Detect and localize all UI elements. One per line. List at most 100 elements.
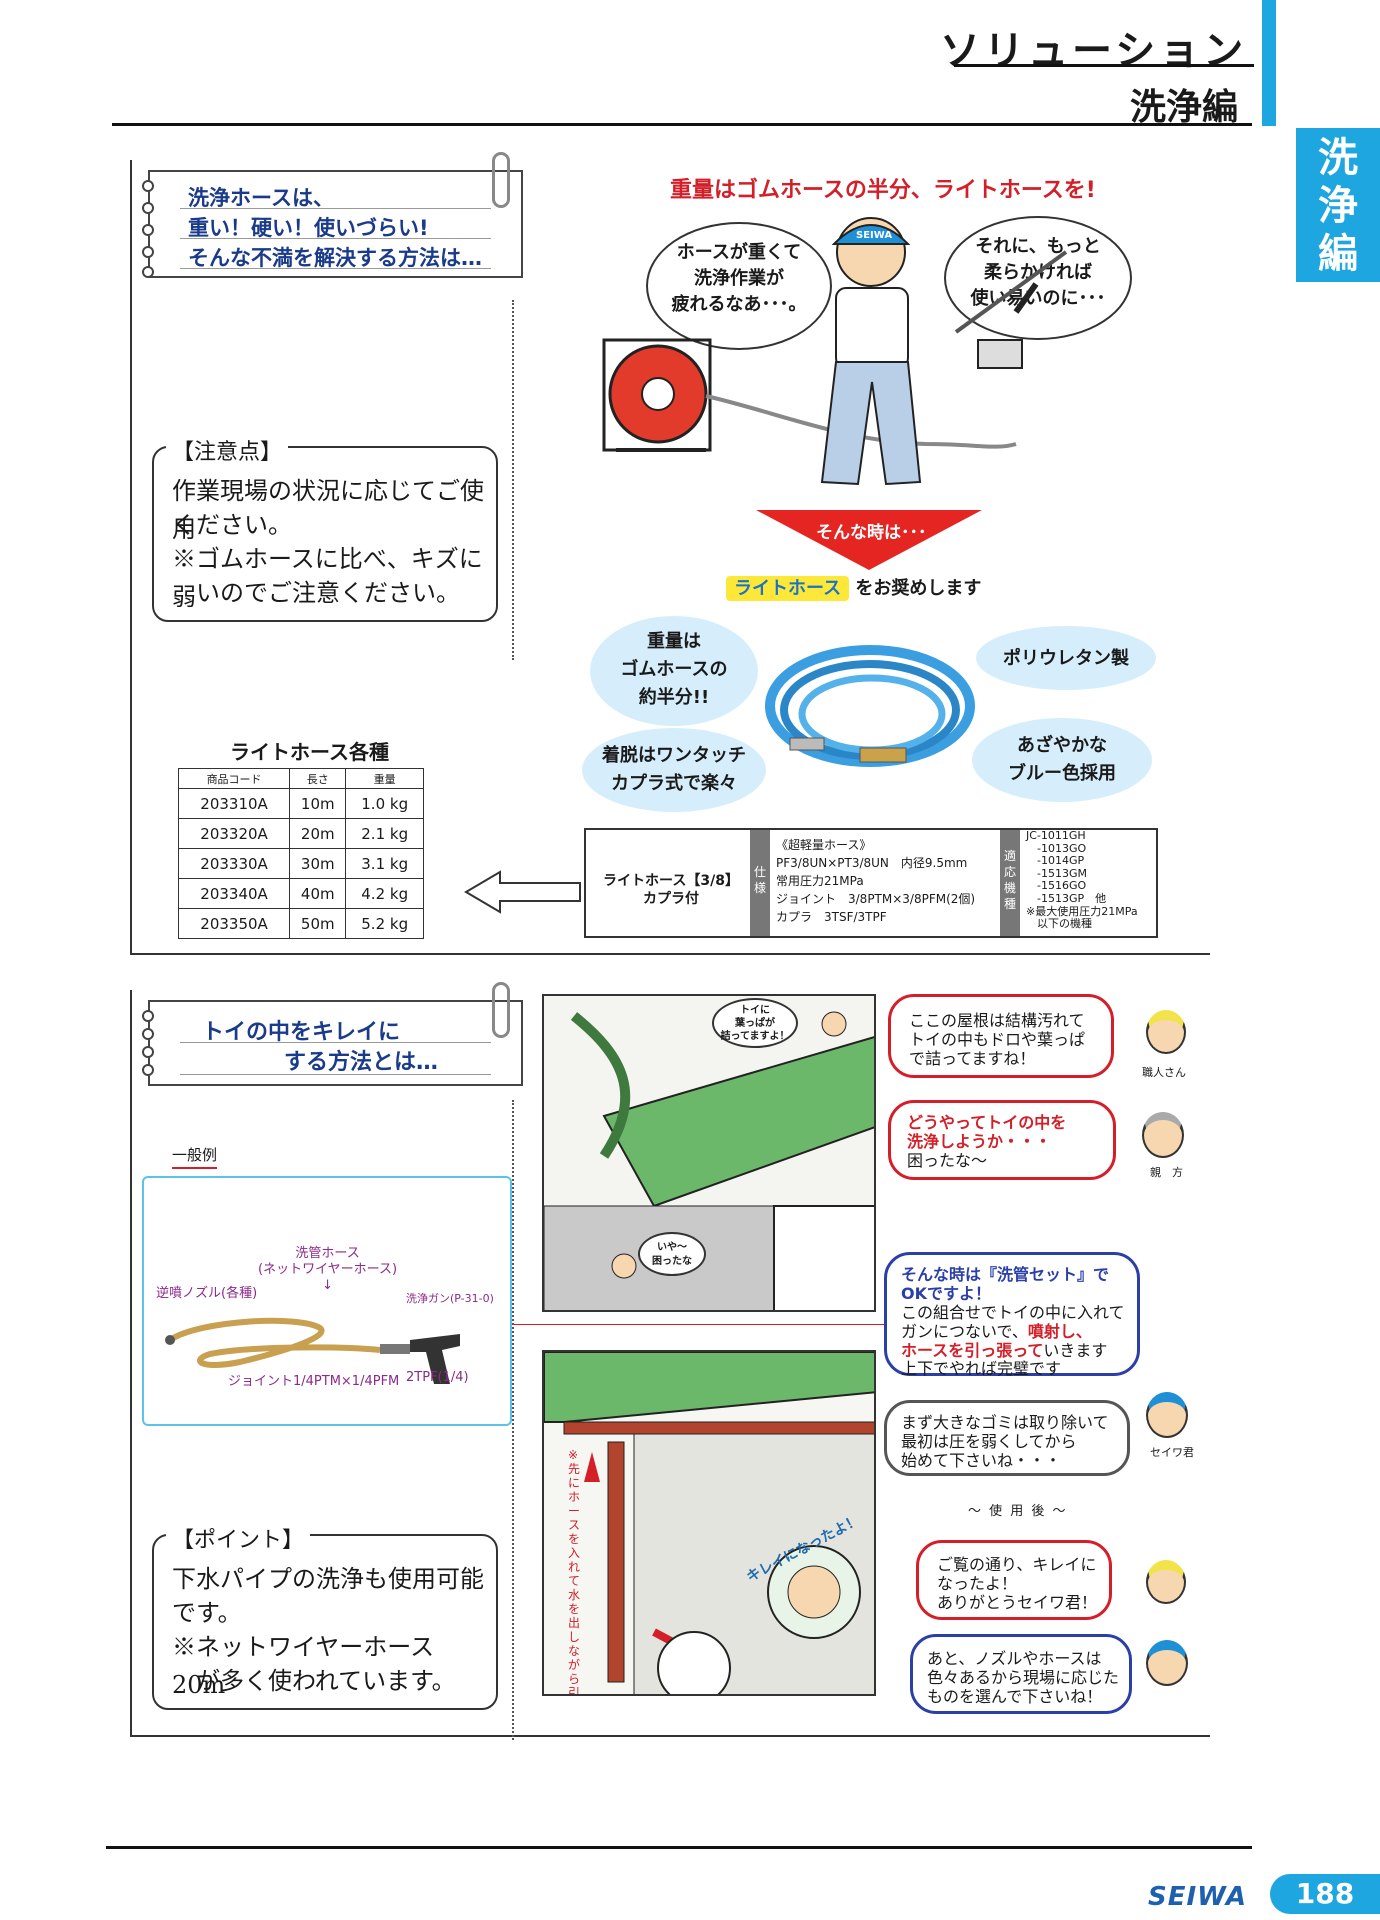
bubble-line: ホースが重くて: [676, 242, 802, 263]
bubble-line: それに、もっと: [975, 236, 1101, 257]
speech-line: この組合せでトイの中に入れて: [901, 1303, 1125, 1322]
speech-line: まず大きなゴミは取り除いて: [901, 1413, 1109, 1432]
recommend-highlight: ライトホース: [726, 576, 850, 601]
spec-name-line: カプラ付: [643, 891, 699, 907]
point-line: ※ネットワイヤーホース20m: [172, 1633, 435, 1699]
fit-line: -1513GM: [1026, 866, 1087, 880]
table-cell: 40m: [289, 878, 347, 909]
speech-line: 洗浄しようか・・・: [907, 1132, 1052, 1151]
speech-line: ものを選んで下さいね！: [927, 1687, 1103, 1706]
caution-line: ※ゴムホースに比べ、キズに弱: [172, 545, 483, 611]
fit-models: JC-1011GH -1013GO -1014GP -1513GM -1516G…: [1026, 829, 1138, 931]
gutter-illustration: [544, 1352, 874, 1694]
speech-line: OKですよ！: [901, 1284, 992, 1303]
gun-label: 洗浄ガン(P-31-0): [406, 1292, 494, 1305]
seiwa-kun-avatar: [1146, 1392, 1188, 1438]
hose-label-line: 洗管ホース: [295, 1246, 360, 1261]
notepad-gutter: トイの中をキレイに する方法とは…: [142, 1000, 523, 1086]
after-use-label: 〜 使 用 後 〜: [968, 1504, 1068, 1519]
comic-vertical-note: ※先にホースを入れて水を出しながら引っ張っていきます: [568, 1448, 581, 1696]
section2-bottom-border: [130, 1735, 1210, 1737]
section2-divider: [512, 1100, 514, 1740]
hose-label-line: (ネットワイヤーホース): [258, 1262, 398, 1277]
notepad-intro: 洗浄ホースは、 重い！硬い！使いづらい! そんな不満を解決する方法は…: [142, 170, 523, 278]
variants-table: 商品コード 長さ 重量 203310A 10m 1.0 kg 203320A 2…: [177, 768, 424, 939]
fit-line: -1513GP 他: [1026, 891, 1107, 905]
headline: 重量はゴムホースの半分、ライトホースを!: [670, 178, 1096, 203]
caution-line: 作業現場の状況に応じてご使用: [172, 477, 484, 543]
speech-line: トイの中もドロや葉っぱ: [909, 1030, 1086, 1049]
spec-details: 《超軽量ホース》 PF3/8UN×PT3/8UN 内径9.5mm 常用圧力21M…: [776, 836, 975, 926]
spec-line: 《超軽量ホース》: [776, 838, 872, 852]
blue-hose-image: [765, 645, 975, 767]
header-rule: [112, 123, 1252, 126]
header-accent-bar: [1262, 0, 1276, 126]
table-row: 203330A 30m 3.1 kg: [177, 848, 424, 879]
hose-kit-image: [165, 1317, 460, 1384]
speech-line: そんな時は『洗管セット』で: [901, 1265, 1110, 1284]
fit-line: -1516GO: [1026, 879, 1087, 893]
worker-illustration: SEIWA: [602, 217, 1068, 486]
craftsman-avatar: [1146, 1560, 1186, 1604]
spec-product-name: ライトホース【3/8】 カプラ付: [596, 872, 746, 908]
page-number: 188: [1270, 1874, 1380, 1914]
speech-thanks: ご覧の通り、キレイに なったよ！ ありがとうセイワ君！: [916, 1540, 1112, 1620]
paper-clip-icon: [492, 982, 510, 1038]
feature-line: 着脱はワンタッチ: [602, 745, 746, 766]
bubble-line: 疲れるなあ･･･。: [671, 294, 807, 315]
table-cell: 203350A: [177, 908, 291, 939]
section-side-tab: 洗浄編: [1296, 128, 1380, 282]
speech-line: ガンにつないで、噴射し、: [901, 1322, 1092, 1341]
feature-line: 重量は: [647, 631, 701, 652]
fit-line: JC-1011GH: [1026, 829, 1086, 842]
table-cell: 203330A: [177, 848, 291, 879]
table-row: 203320A 20m 2.1 kg: [177, 818, 424, 849]
speech-craftsman: ここの屋根は結構汚れて トイの中もドロや葉っぱ で詰ってますね！: [888, 994, 1114, 1078]
notepad-line: そんな不満を解決する方法は…: [188, 246, 482, 270]
comic-bubble: トイに 葉っぱが 詰ってますよ！: [712, 998, 798, 1048]
bubble-line: 使い易いのに･･･: [970, 288, 1106, 309]
table-row: 203350A 50m 5.2 kg: [177, 908, 424, 939]
table-cell: 5.2 kg: [345, 908, 424, 939]
comic-line: いや〜: [657, 1242, 687, 1253]
speech-line: あと、ノズルやホースは: [927, 1649, 1102, 1668]
table-cell: 30m: [289, 848, 347, 879]
speech-line: ありがとうセイワ君！: [937, 1593, 1098, 1612]
notepad-line: トイの中をキレイに: [202, 1020, 401, 1045]
table-cell: 50m: [289, 908, 347, 939]
fit-line: -1013GO: [1026, 841, 1087, 855]
variants-title: ライトホース各種: [230, 740, 389, 764]
footer-rule: [106, 1846, 1252, 1849]
speaker-name: セイワ君: [1150, 1446, 1194, 1459]
speaker-name: 職人さん: [1142, 1066, 1186, 1079]
pointer-line: [512, 1324, 884, 1325]
speech-segment: いきます: [1043, 1341, 1108, 1360]
arrow-text: そんな時は･･･: [816, 523, 927, 543]
section1-left-border: [130, 160, 132, 955]
spec-name-line: ライトホース【3/8】: [603, 873, 739, 889]
speech-seiwa-solution: そんな時は『洗管セット』で OKですよ！ この組合せでトイの中に入れて ガンにつ…: [884, 1252, 1140, 1378]
point-line: が多く使われています。: [172, 1667, 456, 1695]
section1-divider: [512, 300, 514, 660]
spec-line: 常用圧力21MPa: [776, 874, 864, 888]
joint-label: ジョイント1/4PTM×1/4PFM: [228, 1374, 400, 1389]
speech-line: 色々あるから現場に応じた: [927, 1668, 1120, 1687]
fit-label: 適応機種: [1000, 830, 1020, 936]
craftsman-avatar: [1146, 1010, 1186, 1054]
point-line: です。: [172, 1599, 242, 1627]
comic-panel-gutter: ※先にホースを入れて水を出しながら引っ張っていきます キレイになったよ！: [542, 1350, 876, 1696]
comic-line: トイに: [740, 1005, 770, 1016]
spec-line: ジョイント 3/8PTM×3/8PFM(2個): [776, 892, 976, 906]
title-underline: [954, 64, 1254, 67]
feature-line: あざやかな: [1017, 735, 1107, 756]
speech-bubble-left: ホースが重くて 洗浄作業が 疲れるなあ･･･。: [646, 222, 832, 350]
speech-segment: 噴射し、: [1027, 1322, 1092, 1341]
table-cell: 203320A: [177, 818, 291, 849]
table-row: 203340A 40m 4.2 kg: [177, 878, 424, 909]
comic-line: 困ったな: [652, 1256, 692, 1267]
section1-bottom-border: [130, 953, 1210, 955]
speech-line: ホースを引っ張っていきます: [901, 1341, 1107, 1360]
section2-left-border: [130, 990, 132, 1735]
caution-line: いのでご注意ください。: [172, 579, 460, 607]
red-arrow: そんな時は･･･: [756, 510, 982, 570]
